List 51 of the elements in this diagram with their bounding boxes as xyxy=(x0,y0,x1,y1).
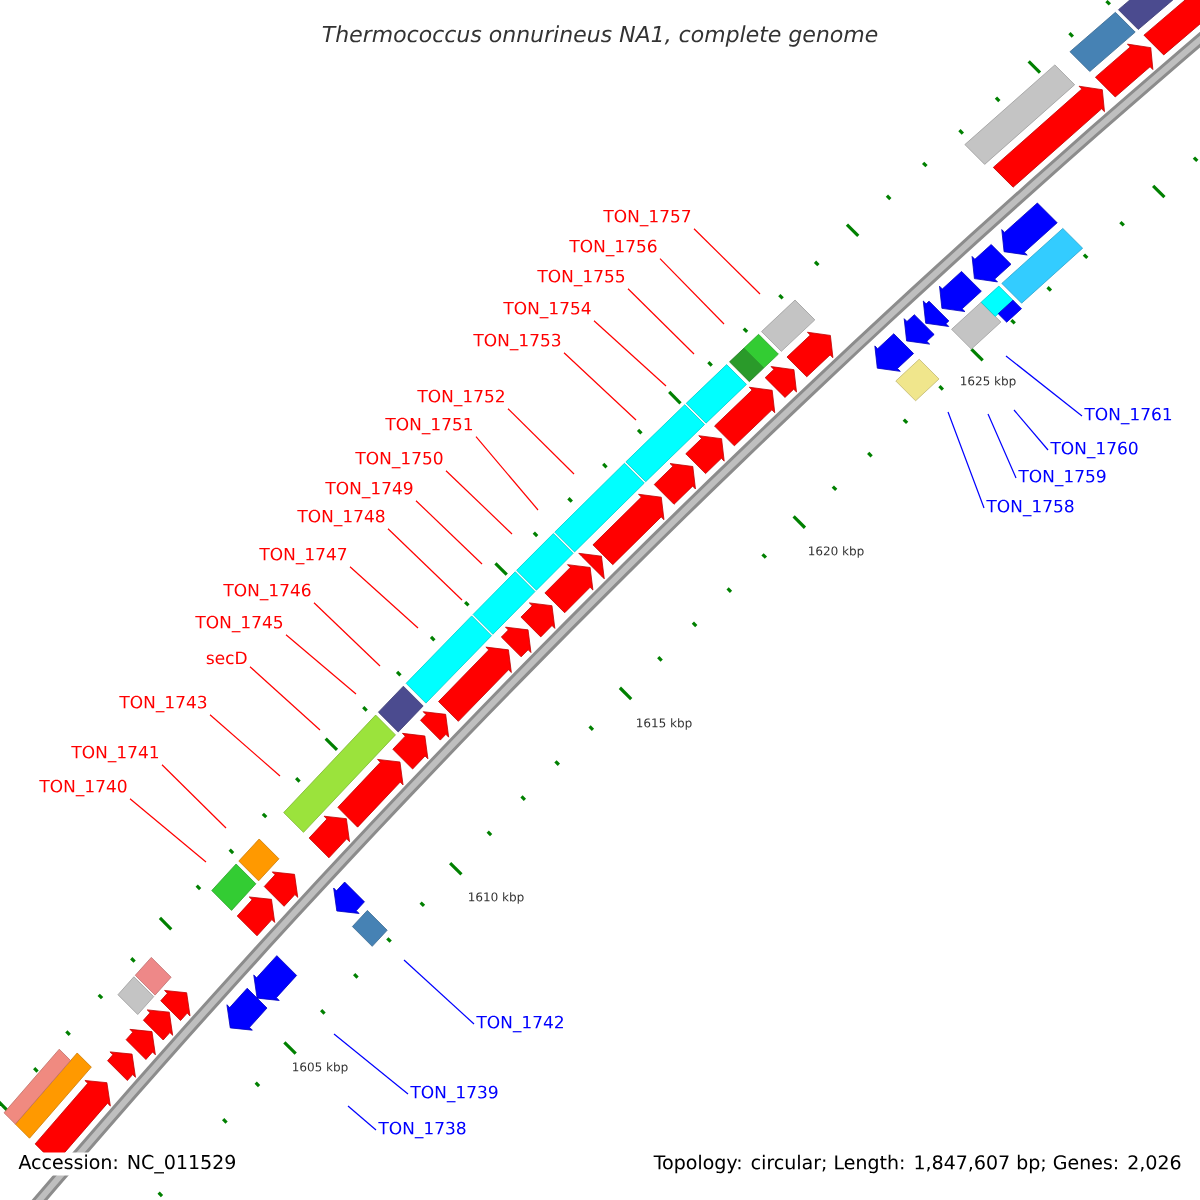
leader-line xyxy=(563,352,637,421)
gene-label: TON_1758 xyxy=(986,499,1074,517)
leader-line xyxy=(129,798,207,863)
leader-line xyxy=(387,528,463,601)
leader-line xyxy=(593,320,667,387)
gene-label: TON_1745 xyxy=(195,615,283,633)
leader-line xyxy=(285,634,357,695)
gene-label: TON_1756 xyxy=(569,239,657,257)
genome-summary-text: Topology: circular; Length: 1,847,607 bp; Genes: 2,026 xyxy=(651,1152,1184,1176)
accession-text: Accession: NC_011529 xyxy=(16,1152,239,1176)
leader-line xyxy=(1013,409,1049,451)
leader-line xyxy=(209,714,281,777)
leader-line xyxy=(507,408,575,475)
gene-label: TON_1748 xyxy=(297,509,385,527)
gene-label: TON_1760 xyxy=(1050,441,1138,459)
leader-line xyxy=(947,411,985,509)
leader-line xyxy=(313,602,381,667)
gene-label: TON_1761 xyxy=(1084,407,1172,425)
leader-line xyxy=(403,959,475,1025)
gene-label: TON_1754 xyxy=(503,301,591,319)
gene-label: TON_1759 xyxy=(1018,469,1106,487)
gene-label: TON_1738 xyxy=(378,1121,466,1139)
leader-line xyxy=(693,228,761,295)
leader-line xyxy=(475,436,539,511)
leader-line xyxy=(627,288,695,355)
gene-label: TON_1740 xyxy=(39,779,127,797)
title: Thermococcus onnurineus NA1, complete genome xyxy=(322,25,878,47)
leader-line xyxy=(333,1033,409,1095)
gene-label: TON_1755 xyxy=(537,269,625,287)
gene-label: secD xyxy=(206,651,247,665)
gene-label: TON_1743 xyxy=(119,695,207,713)
leader-line xyxy=(987,413,1017,479)
gene-label: TON_1750 xyxy=(355,451,443,469)
leader-line xyxy=(445,470,513,535)
leader-line xyxy=(161,764,227,829)
gene-label: TON_1753 xyxy=(473,333,561,351)
leader-line xyxy=(659,258,725,325)
gene-label: TON_1746 xyxy=(223,583,311,601)
gene-label: TON_1749 xyxy=(325,481,413,499)
leader-line xyxy=(347,1105,377,1131)
leader-line xyxy=(415,500,483,565)
gene-label: TON_1739 xyxy=(410,1085,498,1103)
gene-label: TON_1742 xyxy=(476,1015,563,1033)
gene-label: TON_1757 xyxy=(603,209,691,227)
gene-label: TON_1747 xyxy=(259,547,347,565)
leader-line xyxy=(349,566,419,629)
leader-line xyxy=(1005,355,1083,417)
gene-label: TON_1741 xyxy=(71,745,159,763)
leader-line xyxy=(249,666,321,731)
gene-label: TON_1751 xyxy=(385,417,473,435)
gene-label: TON_1752 xyxy=(417,389,504,407)
